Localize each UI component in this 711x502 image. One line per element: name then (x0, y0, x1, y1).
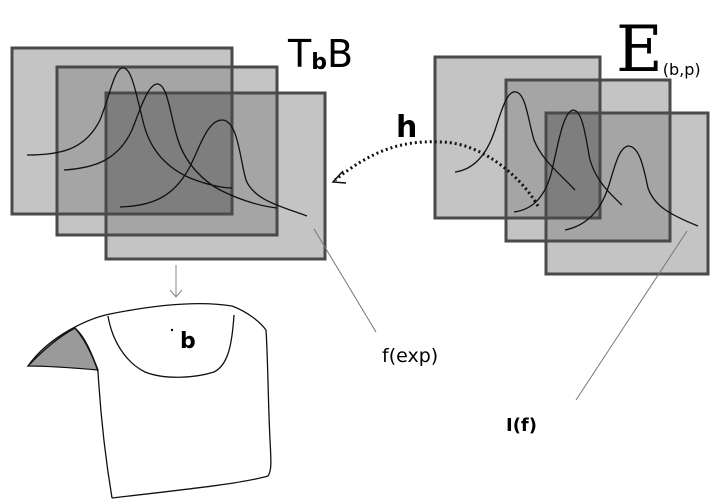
map-h-arrow (334, 140, 540, 207)
f-exp-label: f(exp) (382, 345, 438, 367)
bundle-E: E (616, 13, 663, 87)
tangent-curve-3 (119, 119, 308, 217)
tangent-curve-1 (26, 67, 233, 189)
i-f-label: I(f) (506, 415, 537, 436)
bundle-curve-3 (564, 145, 699, 231)
manifold-left-outline (74, 327, 113, 499)
bundle-subscript: (b,p) (663, 60, 701, 79)
bundle-label: E(b,p) (616, 13, 701, 87)
map-h-label: h (396, 110, 417, 145)
point-b-label: b (180, 329, 196, 354)
tangent-space-T: T (287, 32, 312, 76)
projection-arrowhead (169, 289, 183, 298)
map-h-arrowhead (331, 170, 347, 184)
tangent-space-subscript: b (311, 50, 327, 75)
tangent-space-B: B (327, 32, 353, 76)
base-manifold (26, 302, 272, 499)
manifold-right-outline (111, 329, 272, 499)
manifold-top-edge (27, 302, 267, 367)
i-f-leader (575, 230, 688, 401)
point-b-dot (170, 328, 174, 332)
bundle-curve-2 (513, 109, 623, 213)
bundle-stack (433, 55, 710, 276)
tangent-overlap-all (106, 93, 232, 214)
tangent-space-label: TbB (287, 32, 353, 76)
manifold-patch (107, 314, 235, 378)
tangent-space-stack (10, 46, 327, 261)
f-exp-leader (313, 228, 377, 333)
tangent-curve-2 (63, 83, 278, 209)
